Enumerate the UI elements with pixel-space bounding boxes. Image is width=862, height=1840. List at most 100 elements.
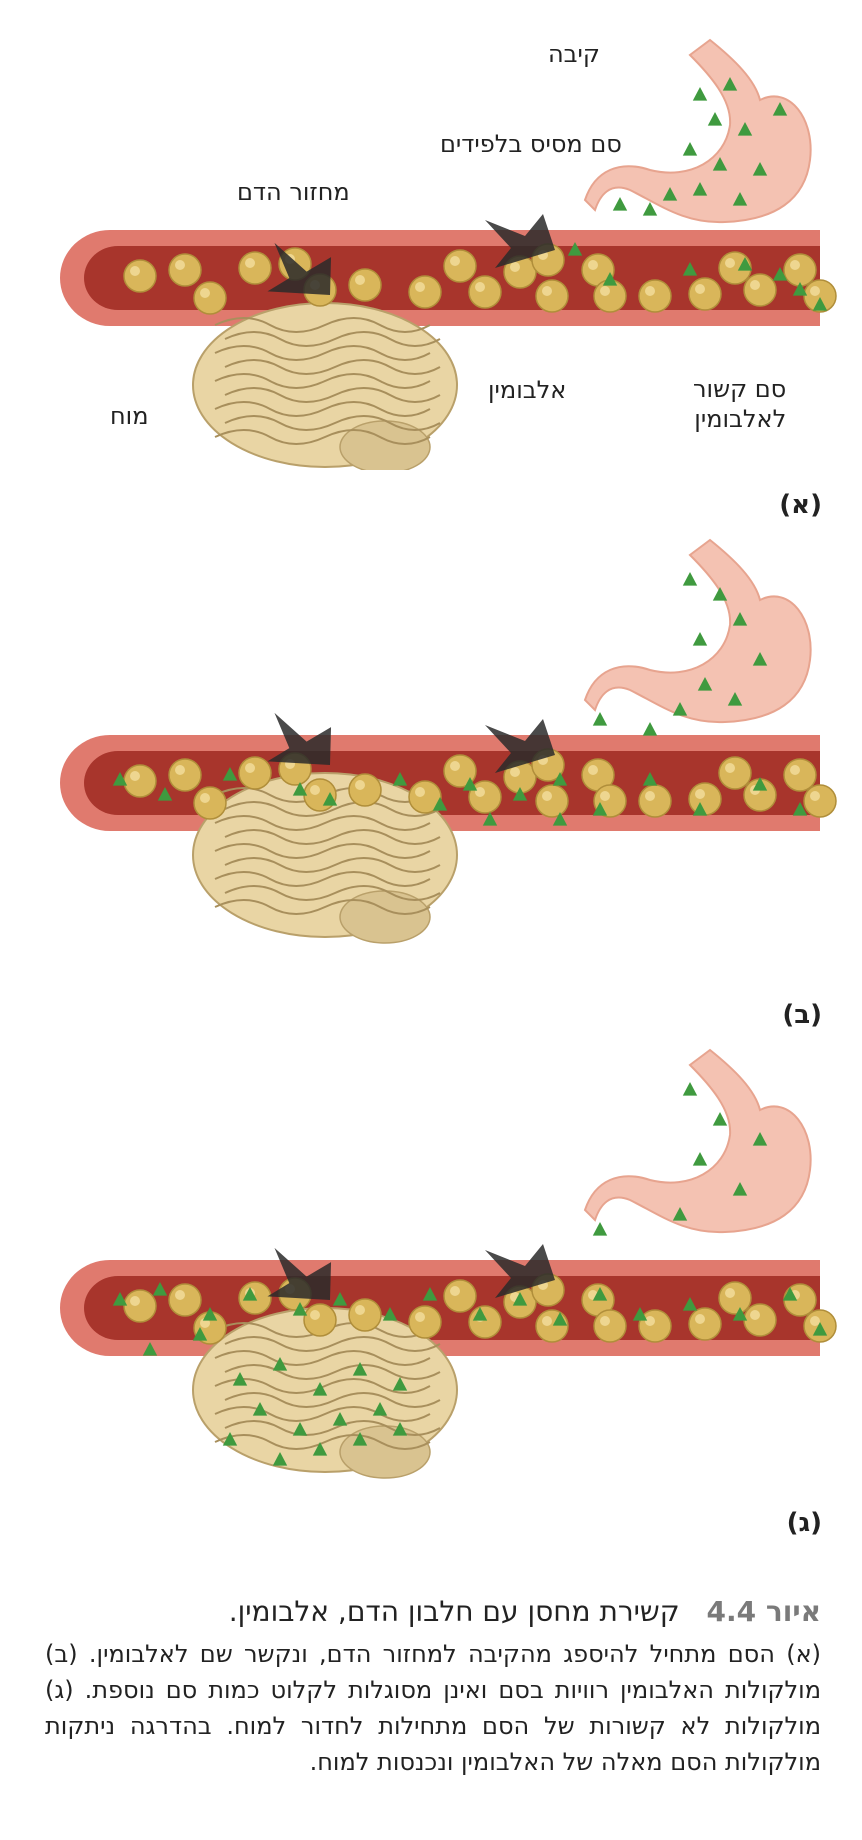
- drug-molecule: [712, 157, 728, 171]
- albumin-molecule: [168, 1283, 202, 1317]
- albumin-highlight: [600, 286, 610, 296]
- albumin-molecule: [348, 268, 382, 302]
- panel-b-illustration: [60, 538, 837, 944]
- drug-molecule: [682, 1297, 698, 1311]
- drug-molecule: [392, 1377, 408, 1391]
- drug-molecule: [592, 1287, 608, 1301]
- drug-molecule: [682, 572, 698, 586]
- brain-fold: [214, 401, 431, 417]
- albumin-highlight: [130, 771, 140, 781]
- albumin-highlight: [510, 262, 520, 272]
- drug-molecule: [752, 777, 768, 791]
- albumin-highlight: [175, 765, 185, 775]
- stomach-illustration: [583, 538, 812, 724]
- albumin-highlight: [600, 791, 610, 801]
- brain-fold: [224, 359, 441, 375]
- brain-fold: [224, 1364, 441, 1380]
- brain-fold: [224, 1392, 441, 1408]
- diffusion-arrow: [267, 712, 332, 765]
- brain-fold: [214, 843, 431, 859]
- drug-molecule: [782, 1287, 798, 1301]
- drug-molecule: [567, 242, 583, 256]
- drug-molecule: [737, 257, 753, 271]
- albumin-molecule: [168, 253, 202, 287]
- panel-c: (ג): [0, 1030, 862, 1550]
- stomach-label: קיבה: [548, 40, 600, 68]
- diffusion-arrow: [267, 242, 332, 295]
- drug-molecule: [142, 1342, 158, 1356]
- brain-fold: [224, 801, 441, 817]
- drug-molecule: [312, 1382, 328, 1396]
- diffusion-arrow: [485, 214, 555, 268]
- albumin-molecule: [718, 1281, 752, 1315]
- drug-molecule: [712, 1112, 728, 1126]
- brain-fold: [224, 885, 441, 901]
- brain-fold: [224, 331, 441, 347]
- drug-molecule: [222, 767, 238, 781]
- albumin-molecule: [783, 253, 817, 287]
- brain-cerebellum: [339, 890, 431, 944]
- drug-molecule: [512, 787, 528, 801]
- stomach-illustration: [583, 38, 812, 224]
- brain-fold: [214, 1434, 431, 1450]
- albumin-highlight: [415, 1312, 425, 1322]
- drug-molecule: [692, 182, 708, 196]
- albumin-molecule: [638, 279, 672, 313]
- albumin-highlight: [725, 258, 735, 268]
- figure-caption: איור 4.4 קשירת מחסן עם חלבון הדם, אלבומי…: [45, 1592, 821, 1780]
- drug-molecule: [692, 87, 708, 101]
- albumin-highlight: [450, 256, 460, 266]
- albumin-highlight: [450, 761, 460, 771]
- drug-molecule: [332, 1292, 348, 1306]
- drug-molecule: [672, 702, 688, 716]
- albumin-highlight: [355, 780, 365, 790]
- brain-fold: [214, 1378, 431, 1394]
- albumin-molecule: [408, 275, 442, 309]
- albumin-highlight: [790, 765, 800, 775]
- albumin-molecule: [303, 1303, 337, 1337]
- albumin-highlight: [310, 1310, 320, 1320]
- drug-molecule: [242, 1287, 258, 1301]
- diffusion-arrow: [485, 719, 555, 773]
- albumin-highlight: [130, 266, 140, 276]
- drug-molecule: [352, 1362, 368, 1376]
- brain-fold: [214, 317, 431, 333]
- albumin-highlight: [810, 1316, 820, 1326]
- drug-molecule: [392, 772, 408, 786]
- drug-molecule: [737, 122, 753, 136]
- drug-molecule: [722, 77, 738, 91]
- panel-b-label: (ב): [782, 1000, 822, 1030]
- albumin-highlight: [510, 767, 520, 777]
- albumin-molecule: [688, 782, 722, 816]
- drug-molecule: [672, 1207, 688, 1221]
- albumin-highlight: [130, 1296, 140, 1306]
- brain-fold: [224, 415, 441, 431]
- albumin-highlight: [245, 763, 255, 773]
- albumin-highlight: [645, 791, 655, 801]
- brain-fold: [224, 829, 441, 845]
- albumin-highlight: [645, 286, 655, 296]
- drug-molecule: [602, 272, 618, 286]
- albumin-highlight: [450, 1286, 460, 1296]
- drug-molecule: [772, 267, 788, 281]
- albumin-highlight: [200, 793, 210, 803]
- albumin-highlight: [175, 260, 185, 270]
- drug-molecule: [792, 802, 808, 816]
- drug-molecule: [112, 772, 128, 786]
- albumin-highlight: [645, 1316, 655, 1326]
- drug-molecule: [642, 722, 658, 736]
- albumin-highlight: [475, 787, 485, 797]
- albumin-label: אלבומין: [488, 376, 567, 404]
- drug-molecule: [392, 1422, 408, 1436]
- albumin-highlight: [542, 286, 552, 296]
- brain-fold: [214, 1350, 431, 1366]
- drug-molecule: [592, 712, 608, 726]
- brain-fold: [214, 1406, 431, 1422]
- albumin-molecule: [535, 784, 569, 818]
- caption-title: קשירת מחסן עם חלבון הדם, אלבומין.: [228, 1595, 680, 1628]
- albumin-molecule: [443, 249, 477, 283]
- drug-molecule: [192, 1327, 208, 1341]
- brain-cerebellum: [339, 420, 431, 470]
- albumin-molecule: [468, 275, 502, 309]
- albumin-molecule: [593, 1309, 627, 1343]
